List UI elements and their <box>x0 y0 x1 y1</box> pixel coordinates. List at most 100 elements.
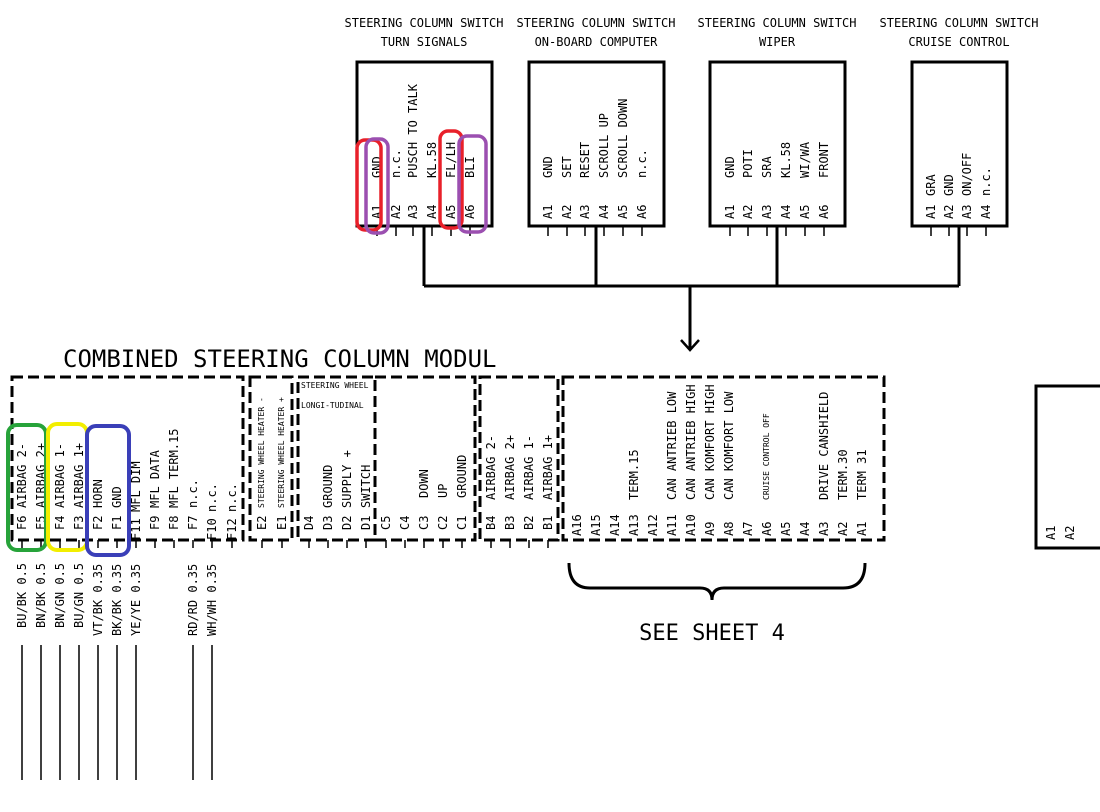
wire-label: BN/GN 0.5 <box>53 563 67 628</box>
wire-label: BU/GN 0.5 <box>72 563 86 628</box>
pin-label: GRA <box>924 174 938 196</box>
switch-title: STEERING COLUMN SWITCH <box>517 16 676 30</box>
pin-label: GND <box>723 156 737 178</box>
pin-id: B2 <box>522 516 536 530</box>
pin-label: SUPPLY + <box>340 450 354 508</box>
pin-id: A3 <box>760 205 774 219</box>
pin-label: AIRBAG 1- <box>522 435 536 500</box>
pin-label: n.c. <box>205 483 219 512</box>
group-b: B4 AIRBAG 2- B3 AIRBAG 2+ B2 AIRBAG 1- B… <box>484 435 555 530</box>
pin-label: GND <box>942 174 956 196</box>
switch-on-board-computer: STEERING COLUMN SWITCH ON-BOARD COMPUTER… <box>517 16 676 228</box>
pin-id: C4 <box>398 516 412 530</box>
pin-label: HORN <box>91 479 105 508</box>
highlight-purple-bli <box>457 134 488 234</box>
pin-id: D1 <box>359 516 373 530</box>
pin-label: CAN KOMFORT LOW <box>722 391 736 500</box>
group-e: E2 STEERING WHEEL HEATER - E1 STEERING W… <box>255 397 289 530</box>
pin-id: A6 <box>635 205 649 219</box>
pin-id: A11 <box>665 514 679 536</box>
switch-subtitle: ON-BOARD COMPUTER <box>535 35 659 49</box>
pin-id: A2 <box>942 205 956 219</box>
pin-id: A2 <box>389 205 403 219</box>
pin-label: AIRBAG 2- <box>15 443 29 508</box>
pin-label: FL/LH <box>444 142 458 178</box>
switch-box <box>910 60 1009 228</box>
switch-bus <box>422 226 961 352</box>
pin-label: FRONT <box>817 142 831 178</box>
pin-id: A2 <box>560 205 574 219</box>
see-sheet-label: SEE SHEET 4 <box>639 621 785 646</box>
pin-id: A8 <box>722 522 736 536</box>
switch-subtitle: TURN SIGNALS <box>381 35 468 49</box>
pin-id: A15 <box>589 514 603 536</box>
wire-label: WH/WH 0.35 <box>205 564 219 636</box>
pin-id: A4 <box>425 205 439 219</box>
pin-id: F1 <box>110 516 124 530</box>
pin-label: n.c. <box>979 167 993 196</box>
pin-label: GND <box>541 156 555 178</box>
pin-id: F9 <box>148 516 162 530</box>
group-a: A16 A15 A14 A13 TERM.15 A12 A11 CAN ANTR… <box>570 384 869 536</box>
pin-label: ON/OFF <box>960 153 974 196</box>
highlight-red-fl <box>438 129 464 230</box>
pin-label: RESET <box>578 142 592 178</box>
pin-label: WI/WA <box>798 141 812 178</box>
pin-label: PUSCH TO TALK <box>406 83 420 178</box>
pin-id: A4 <box>798 522 812 536</box>
module-title: COMBINED STEERING COLUMN MODUL <box>63 345 496 373</box>
pin-id: A4 <box>597 205 611 219</box>
pin-label: MFL DIM <box>129 461 143 512</box>
pin-id: A7 <box>741 522 755 536</box>
pin-id: A5 <box>444 205 458 219</box>
pin-label: CRUISE CONTROL OFF <box>762 413 771 500</box>
pin-label: SRA <box>760 156 774 178</box>
group-d-header: STEERING WHEEL <box>301 381 369 390</box>
switch-wiper: STEERING COLUMN SWITCH WIPER A1 GND A2 P… <box>698 16 856 228</box>
pin-label: GROUND <box>455 455 469 498</box>
pin-id: B1 <box>541 516 555 530</box>
pin-label: BLI <box>463 156 477 178</box>
pin-label: AIRBAG 2- <box>484 435 498 500</box>
pin-label: CAN ANTRIEB LOW <box>665 391 679 500</box>
pin-label: GND <box>110 486 124 508</box>
pin-id: A2 <box>836 522 850 536</box>
pin-id: A4 <box>779 205 793 219</box>
group-c: C5 C4 C3 DOWN C2 UP C1 GROUND <box>379 455 469 530</box>
pin-id: A1 <box>855 522 869 536</box>
pin-label: SCROLL UP <box>597 113 611 178</box>
pin-label: MFL DATA <box>148 449 162 508</box>
pin-id: A10 <box>684 514 698 536</box>
pin-id: F12 <box>225 518 239 540</box>
group-d-header: LONGI-TUDINAL <box>301 401 364 410</box>
pin-id: A1 <box>541 205 555 219</box>
pin-id: A1 <box>1044 526 1058 540</box>
pin-label: SET <box>560 156 574 178</box>
wire-label: YE/YE 0.35 <box>129 564 143 636</box>
pin-id: F2 <box>91 516 105 530</box>
pin-label: n.c. <box>389 149 403 178</box>
pin-id: A5 <box>779 522 793 536</box>
module-boxes <box>10 375 886 542</box>
pin-id: A6 <box>760 522 774 536</box>
pin-label: n.c. <box>186 479 200 508</box>
pin-id: A2 <box>1063 526 1077 540</box>
pin-label: KL.58 <box>425 142 439 178</box>
switch-title: STEERING COLUMN SWITCH <box>345 16 504 30</box>
pin-id: B3 <box>503 516 517 530</box>
pin-id: E1 <box>275 516 289 530</box>
pin-label: AIRBAG 2+ <box>503 435 517 500</box>
pin-id: A3 <box>817 522 831 536</box>
module-pin-stubs <box>21 540 549 548</box>
switch-cruise-control: STEERING COLUMN SWITCH CRUISE CONTROL A1… <box>880 16 1038 228</box>
switch-turn-signals: STEERING COLUMN SWITCH TURN SIGNALS A1 G… <box>345 16 504 228</box>
pin-id: A13 <box>627 514 641 536</box>
pin-label: STEERING WHEEL HEATER + <box>277 397 286 508</box>
pin-id: F10 <box>205 518 219 540</box>
pin-id: C2 <box>436 516 450 530</box>
pin-id: F8 <box>167 516 181 530</box>
pin-id: F6 <box>15 516 29 530</box>
pin-label: KL.58 <box>779 142 793 178</box>
pin-id: C5 <box>379 516 393 530</box>
pin-label: TERM.15 <box>627 449 641 500</box>
